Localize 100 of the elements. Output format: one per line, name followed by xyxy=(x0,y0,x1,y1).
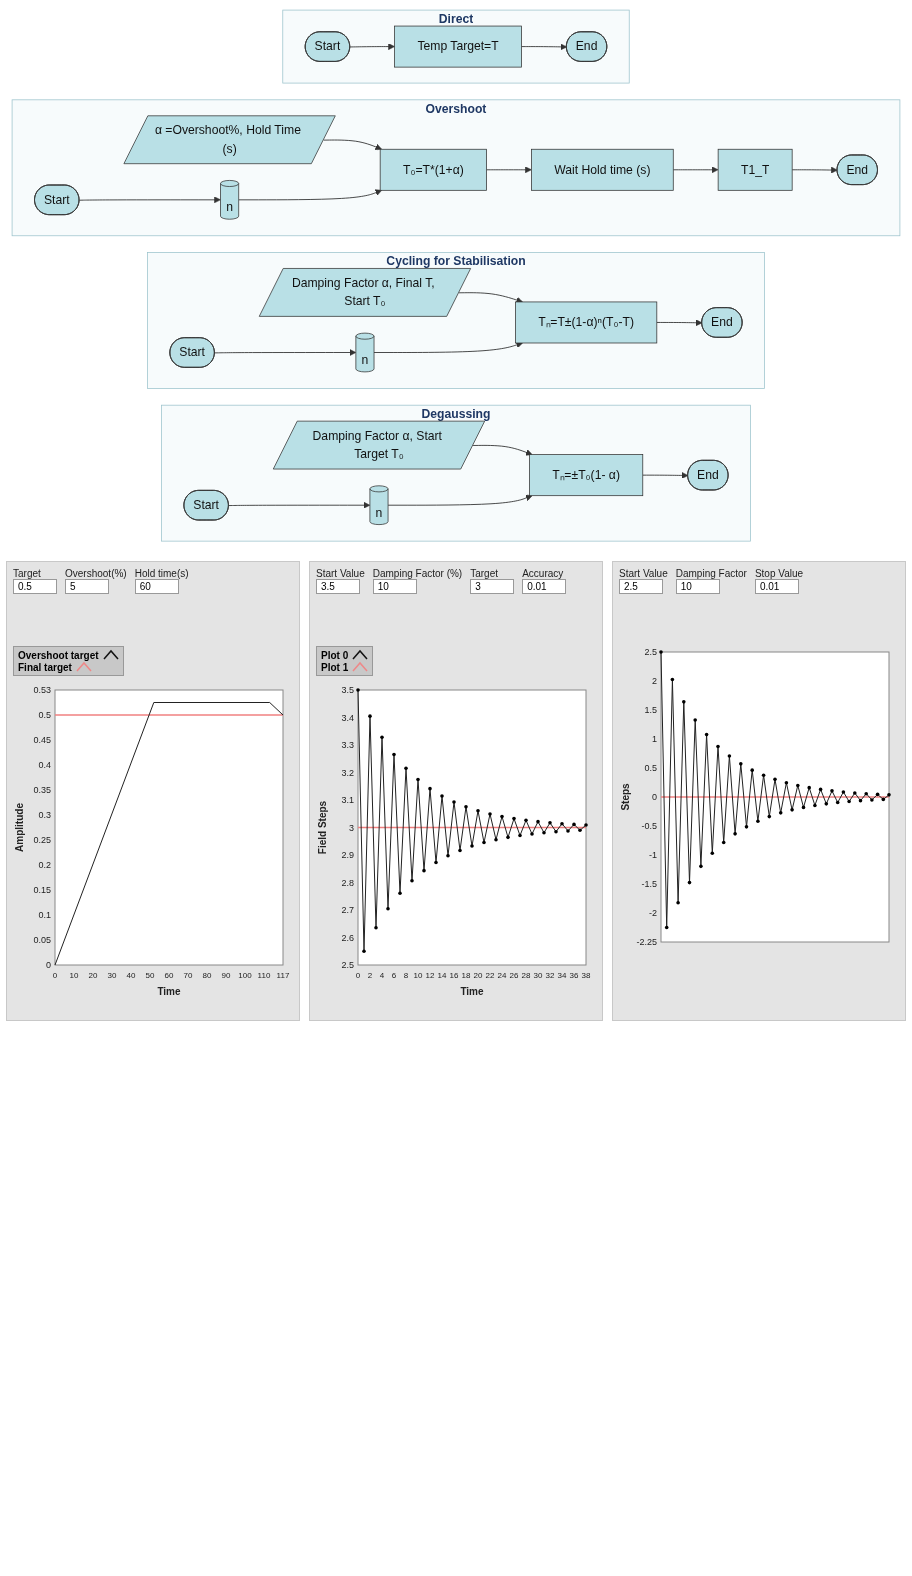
node-box: Temp Target=T xyxy=(394,25,522,68)
tick-label: 0.1 xyxy=(38,910,51,921)
control-label: Start Value xyxy=(619,568,668,580)
tick-label: 20 xyxy=(473,971,483,981)
tick-label: 2.8 xyxy=(341,877,354,888)
control-label: Hold time(s) xyxy=(134,568,189,580)
tick-label: 0.4 xyxy=(38,760,51,771)
tick-label: 2.9 xyxy=(341,850,354,861)
tick-label: 1.5 xyxy=(644,705,657,716)
tick-label: 32 xyxy=(545,971,555,981)
numeric-field: 0.01 xyxy=(522,579,567,595)
axis-title: Time xyxy=(460,986,484,998)
legend-label: Plot 1 xyxy=(321,661,349,673)
numeric-field: 10 xyxy=(372,579,417,595)
control-label: Damping Factor (%) xyxy=(372,568,463,580)
tick-label: 3.5 xyxy=(341,685,354,696)
tick-label: 22 xyxy=(485,971,495,981)
tick-label: 0 xyxy=(355,971,361,981)
node-box: T1_T xyxy=(717,148,793,191)
legend-label: Final target xyxy=(18,661,72,673)
numeric-field: 60 xyxy=(134,579,179,595)
tick-label: 0.3 xyxy=(38,810,51,821)
tick-label: 3.1 xyxy=(341,795,354,806)
tick-label: 3.4 xyxy=(341,712,354,723)
tick-label: 2.5 xyxy=(341,960,354,971)
tick-label: 2.5 xyxy=(644,647,657,658)
numeric-field: 0.5 xyxy=(13,579,57,595)
tick-label: 38 xyxy=(581,971,591,981)
node-box: T₀=T*(1+α) xyxy=(379,148,487,191)
tick-label: 0 xyxy=(652,792,657,803)
node-box: Tₙ=±T₀(1- α) xyxy=(529,454,644,497)
tick-label: 34 xyxy=(557,971,567,981)
tick-label: 14 xyxy=(437,971,447,981)
tick-label: 8 xyxy=(403,971,409,981)
tick-label: 117 xyxy=(276,971,290,981)
tick-label: 2 xyxy=(652,676,657,687)
tick-label: 70 xyxy=(183,971,193,981)
tick-label: -1.5 xyxy=(641,879,657,890)
tick-label: 18 xyxy=(461,971,471,981)
tick-label: 0 xyxy=(52,971,58,981)
tick-label: -2 xyxy=(649,908,657,919)
tick-label: 10 xyxy=(413,971,423,981)
tick-label: 0.05 xyxy=(33,935,51,946)
tick-label: 6 xyxy=(391,971,397,981)
tick-label: 10 xyxy=(69,971,79,981)
axis-title: Time xyxy=(157,986,181,998)
tick-label: 0.2 xyxy=(38,860,51,871)
tick-label: -1 xyxy=(649,850,657,861)
tick-label: 26 xyxy=(509,971,519,981)
tick-label: 1 xyxy=(652,734,657,745)
numeric-field: 3 xyxy=(470,579,515,595)
tick-label: 0.35 xyxy=(33,785,51,796)
axis-title: Amplitude xyxy=(14,803,25,853)
tick-label: 3.3 xyxy=(341,740,354,751)
tick-label: 0.5 xyxy=(38,710,51,721)
numeric-field: 10 xyxy=(675,579,720,595)
control-label: Damping Factor xyxy=(675,568,747,580)
tick-label: 50 xyxy=(145,971,155,981)
tick-label: 36 xyxy=(569,971,579,981)
tick-label: 100 xyxy=(238,971,252,981)
tick-label: 30 xyxy=(533,971,543,981)
legend-label: Plot 0 xyxy=(321,649,349,661)
tick-label: 30 xyxy=(107,971,117,981)
tick-label: 28 xyxy=(521,971,531,981)
tick-label: 60 xyxy=(164,971,174,981)
node-box: Wait Hold time (s) xyxy=(531,148,674,191)
control-label: Target xyxy=(470,568,498,580)
tick-label: 0.25 xyxy=(33,835,51,846)
tick-label: 0.53 xyxy=(33,685,51,696)
tick-label: -2.25 xyxy=(636,937,657,948)
tick-label: 16 xyxy=(449,971,459,981)
tick-label: 0.5 xyxy=(644,763,657,774)
tick-label: 40 xyxy=(126,971,136,981)
node-box: Tₙ=T±(1-α)ⁿ(T₀-T) xyxy=(515,301,658,344)
control-label: Accuracy xyxy=(522,568,564,580)
tick-label: 20 xyxy=(88,971,98,981)
tick-label: 3 xyxy=(349,822,354,833)
tick-label: 80 xyxy=(202,971,212,981)
control-label: Target xyxy=(13,568,41,580)
tick-label: 110 xyxy=(257,971,271,981)
tick-label: -0.5 xyxy=(641,821,657,832)
tick-label: 0.15 xyxy=(33,885,51,896)
legend-label: Overshoot target xyxy=(18,649,99,661)
tick-label: 24 xyxy=(497,971,507,981)
tick-label: 4 xyxy=(379,971,385,981)
numeric-field: 2.5 xyxy=(619,579,663,595)
numeric-field: 5 xyxy=(65,579,109,595)
axis-title: Steps xyxy=(620,783,631,811)
axis-title: Field Steps xyxy=(317,801,328,855)
tick-label: 3.2 xyxy=(341,767,354,778)
tick-label: 90 xyxy=(221,971,231,981)
control-label: Overshoot(%) xyxy=(65,568,127,580)
numeric-field: 3.5 xyxy=(316,579,360,595)
tick-label: 0.45 xyxy=(33,735,51,746)
tick-label: 12 xyxy=(425,971,435,981)
numeric-field: 0.01 xyxy=(754,579,799,595)
tick-label: 2 xyxy=(367,971,373,981)
tick-label: 2.6 xyxy=(341,932,354,943)
tick-label: 2.7 xyxy=(341,905,354,916)
tick-label: 0 xyxy=(46,960,51,971)
